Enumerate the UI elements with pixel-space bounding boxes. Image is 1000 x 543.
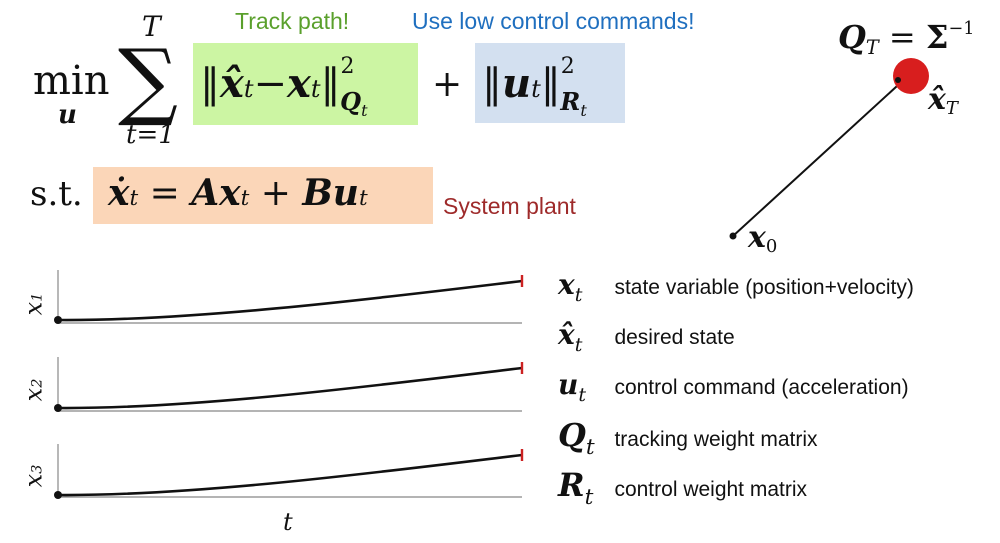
legend-text-control-weight: control weight matrix <box>614 478 808 501</box>
legend-row-desired: x̂t desired state <box>558 318 735 356</box>
control-term: ‖ut‖2Rt <box>482 53 587 121</box>
dynamics-box <box>93 167 433 224</box>
initial-state-label: x0 <box>748 220 778 258</box>
plot-panel-x2 <box>54 357 524 412</box>
track-annotation: Track path! <box>235 8 350 34</box>
min-operator: min <box>33 58 110 104</box>
min-variable: u <box>58 100 77 130</box>
legend-row-tracking-weight: Qt tracking weight matrix <box>558 416 818 460</box>
target-state-label: x̂T <box>928 82 958 120</box>
plot-panel-x3 <box>54 444 524 499</box>
initial-state-point <box>54 404 62 412</box>
subject-to-label: s.t. <box>30 174 83 214</box>
initial-state-point <box>54 316 62 324</box>
target-dot <box>893 58 929 94</box>
legend-text-state: state variable (position+velocity) <box>614 276 914 299</box>
plot-x3-ylabel: x3 <box>19 464 48 488</box>
plot-x2-ylabel: x2 <box>19 378 48 402</box>
legend-row-state: xt state variable (position+velocity) <box>558 268 914 306</box>
state-trajectory-curve <box>57 366 523 410</box>
state-trajectory-curve <box>57 279 523 322</box>
plant-annotation: System plant <box>443 193 576 219</box>
legend-row-control: ut control command (acceleration) <box>558 368 909 406</box>
sum-upper-limit: T <box>142 10 161 43</box>
legend-text-control: control command (acceleration) <box>614 376 909 399</box>
sum-lower-limit: t=1 <box>126 120 175 150</box>
plot-xlabel: t <box>283 508 293 536</box>
control-term-box <box>475 43 625 123</box>
track-term: ‖x̂t−xt‖2Qt <box>200 53 368 121</box>
dynamics-equation: ẋt = Axt + But <box>108 172 368 214</box>
track-term-box <box>193 43 418 125</box>
state-trajectory-curve <box>57 453 523 497</box>
target-precision-label: QT = Σ−1 <box>838 18 975 59</box>
control-annotation: Use low control commands! <box>412 8 695 34</box>
target-center-point <box>895 77 901 83</box>
plot-panel-x1 <box>54 270 524 324</box>
trajectory-line <box>732 75 909 237</box>
initial-state-point <box>54 491 62 499</box>
plus-sign: + <box>432 64 463 105</box>
legend-text-tracking-weight: tracking weight matrix <box>614 428 818 451</box>
plot-x1-ylabel: x1 <box>19 292 48 316</box>
sum-symbol: ∑ <box>118 31 178 129</box>
legend-text-desired: desired state <box>614 326 735 349</box>
legend-row-control-weight: Rt control weight matrix <box>558 466 808 510</box>
start-point <box>729 232 737 240</box>
